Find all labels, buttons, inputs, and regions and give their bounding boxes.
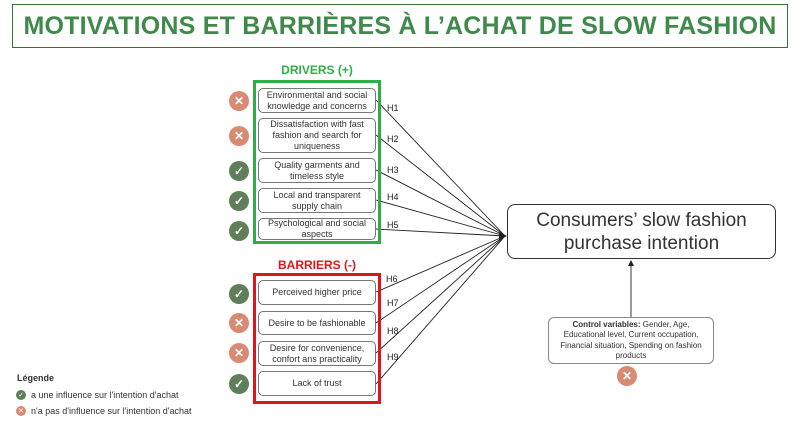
legend-item-influence: ✓ a une influence sur l'intention d'acha… [16, 390, 179, 400]
purchase-intention-box: Consumers’ slow fashion purchase intenti… [507, 204, 776, 259]
check-icon: ✓ [16, 390, 26, 400]
hypothesis-h8: H8 [387, 326, 399, 336]
check-icon: ✓ [229, 284, 249, 304]
barriers-label: BARRIERS (-) [278, 258, 356, 272]
line-h2 [375, 134, 506, 237]
line-h5 [375, 228, 506, 237]
cross-icon: ✕ [229, 126, 249, 146]
line-h4 [375, 199, 506, 237]
barrier-item-4: Lack of trust [258, 371, 376, 396]
barrier-item-3: Desire for convenience, confort ans prac… [258, 341, 376, 366]
hypothesis-h3: H3 [387, 165, 399, 175]
legend-item-no-influence: ✕ n'a pas d'influence sur l'intention d'… [16, 406, 191, 416]
cross-icon: ✕ [229, 91, 249, 111]
hypothesis-h2: H2 [387, 134, 399, 144]
driver-item-4: Local and transparent supply chain [258, 188, 376, 213]
cross-icon: ✕ [617, 366, 637, 386]
line-h1 [375, 99, 506, 237]
line-h6 [375, 235, 506, 293]
page-title: MOTIVATIONS ET BARRIÈRES À L’ACHAT DE SL… [12, 4, 788, 48]
arrowhead-target [499, 232, 507, 240]
line-h3 [375, 169, 506, 237]
control-text: Gender, Age, Educational level, Current … [560, 319, 702, 361]
hypothesis-h9: H9 [387, 352, 399, 362]
hypothesis-h5: H5 [387, 220, 399, 230]
hypothesis-h7: H7 [387, 298, 399, 308]
legend-no-influence-label: n'a pas d'influence sur l'intention d'ac… [31, 406, 192, 416]
legend-influence-label: a une influence sur l'intention d'achat [31, 390, 179, 400]
cross-icon: ✕ [16, 406, 26, 416]
barriers-frame [253, 273, 381, 404]
line-h9 [375, 235, 506, 385]
drivers-frame [253, 80, 381, 244]
drivers-label: DRIVERS (+) [281, 63, 353, 77]
check-icon: ✓ [229, 374, 249, 394]
control-variables-box: Control variables: Gender, Age, Educatio… [548, 317, 714, 364]
driver-item-5: Psychological and social aspects [258, 218, 376, 240]
hypothesis-h6: H6 [386, 274, 398, 284]
control-label: Control variables: [572, 319, 641, 329]
driver-item-1: Environmental and social knowledge and c… [258, 88, 376, 113]
check-icon: ✓ [229, 221, 249, 241]
hypothesis-h4: H4 [387, 192, 399, 202]
arrowhead-control [628, 260, 634, 266]
line-h8 [375, 235, 506, 354]
driver-item-3: Quality garments and timeless style [258, 158, 376, 183]
barrier-item-1: Perceived higher price [258, 280, 376, 305]
legend-title: Légende [17, 373, 55, 383]
check-icon: ✓ [229, 191, 249, 211]
barrier-item-2: Desire to be fashionable [258, 311, 376, 335]
hypothesis-h1: H1 [387, 103, 399, 113]
driver-item-2: Dissatisfaction with fast fashion and se… [258, 118, 376, 153]
cross-icon: ✕ [229, 343, 249, 363]
line-h7 [375, 235, 506, 324]
check-icon: ✓ [229, 161, 249, 181]
cross-icon: ✕ [229, 313, 249, 333]
